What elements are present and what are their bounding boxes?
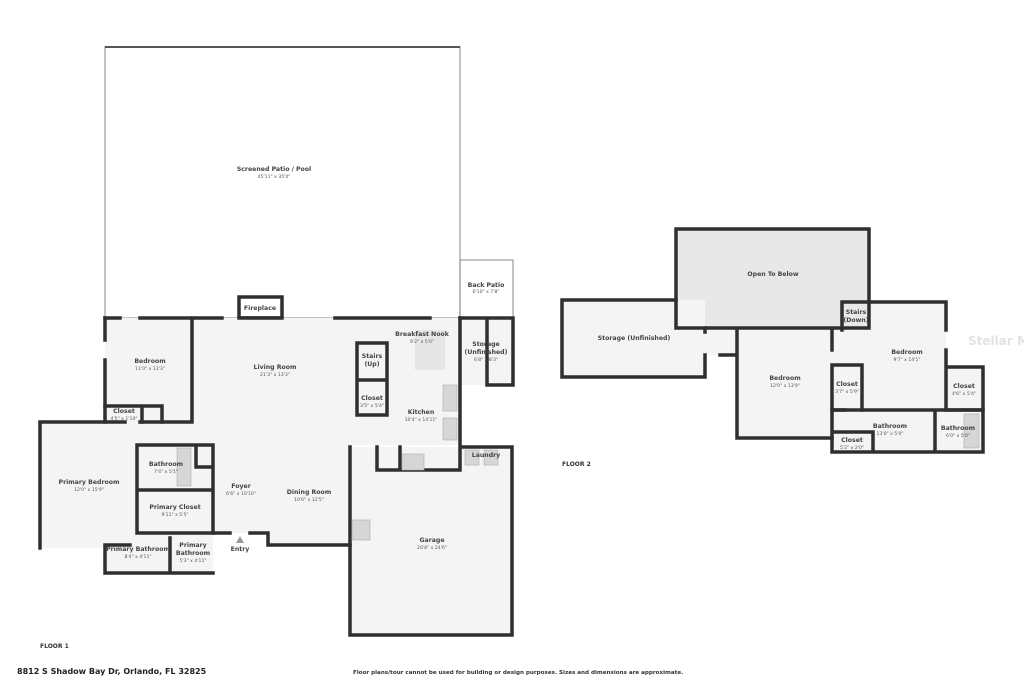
walls-floor-1 bbox=[38, 316, 515, 637]
room-name: Foyer bbox=[231, 483, 251, 490]
room-name: Fireplace bbox=[244, 305, 276, 312]
room-name: Closet bbox=[953, 383, 975, 390]
room-name: Primary Closet bbox=[149, 504, 200, 511]
room-dim: 11'0" x 13'3" bbox=[135, 366, 165, 372]
room-dim: 12'0" x 13'9" bbox=[770, 383, 800, 389]
room-name: Screened Patio / Pool bbox=[237, 166, 311, 173]
room-name: (Down) bbox=[843, 317, 868, 324]
floor-2: Open To Below Storage (Unfinished) Stair… bbox=[560, 227, 985, 468]
room-dim: 3'5" x 5'4" bbox=[360, 403, 384, 409]
floor-1: Screened Patio / Pool 45'11" x 35'0" Bac… bbox=[38, 46, 515, 650]
back-patio-area bbox=[459, 259, 514, 319]
room-name: Open To Below bbox=[747, 271, 799, 278]
room-name: Laundry bbox=[472, 452, 500, 459]
room-dim: 6'0" x 5'0" bbox=[946, 433, 970, 439]
room-name: Bathroom bbox=[941, 425, 975, 432]
floor-2-label: FLOOR 2 bbox=[562, 461, 591, 468]
room-dim: 6'10" x 7'8" bbox=[472, 289, 499, 295]
room-name: Bedroom bbox=[134, 358, 165, 365]
room-name: Stairs bbox=[846, 309, 867, 316]
floor-1-label: FLOOR 1 bbox=[40, 643, 69, 650]
room-name: Stairs bbox=[362, 353, 383, 360]
room-name: Primary bbox=[179, 542, 206, 549]
room-dim: 7'4" x 5'1" bbox=[154, 469, 178, 475]
room-dim: 13'0" x 5'0" bbox=[876, 431, 903, 437]
disclaimer: Floor plans/tour cannot be used for buil… bbox=[353, 670, 683, 676]
room-name: Garage bbox=[419, 537, 444, 544]
room-name: (Unfinished) bbox=[465, 349, 508, 356]
room-dim: 12'0" x 15'9" bbox=[74, 487, 104, 493]
room-dim: 20'8" x 24'6" bbox=[417, 545, 447, 551]
room-labels-floor-1: Screened Patio / Pool 45'11" x 35'0" Bac… bbox=[59, 166, 508, 564]
room-name: (Up) bbox=[364, 361, 379, 368]
room-name: Primary Bedroom bbox=[59, 479, 120, 486]
room-name: Breakfast Nook bbox=[395, 331, 450, 338]
watermark: Stellar MLS bbox=[968, 334, 1024, 348]
room-dim: 9'7" x 14'1" bbox=[893, 357, 920, 363]
room-name: Living Room bbox=[254, 364, 297, 371]
room-name: Closet bbox=[841, 437, 863, 444]
room-dim: 10'4" x 14'11" bbox=[405, 417, 438, 423]
room-dim: 6'6" x 10'10" bbox=[226, 491, 256, 497]
room-dim: 4'5" x 1'10" bbox=[110, 416, 137, 422]
room-dim: 6'8" x 8'3" bbox=[474, 357, 498, 363]
fixtures bbox=[176, 330, 499, 543]
room-name: Primary Bathroom bbox=[106, 546, 170, 553]
walls-floor-2 bbox=[560, 227, 985, 454]
room-name: Entry bbox=[231, 546, 250, 553]
room-dim: 9'2" x 5'0" bbox=[410, 339, 434, 345]
room-name: Storage bbox=[472, 341, 500, 348]
room-name: Closet bbox=[836, 381, 858, 388]
room-dim: 45'11" x 35'0" bbox=[258, 174, 291, 180]
room-dim: 3'7" x 5'9" bbox=[835, 389, 859, 395]
room-dim: 10'6" x 12'5" bbox=[294, 497, 324, 503]
room-name: Bedroom bbox=[891, 349, 922, 356]
room-name: Bathroom bbox=[873, 423, 907, 430]
room-name: Closet bbox=[113, 408, 135, 415]
room-name: Kitchen bbox=[408, 409, 435, 416]
room-dim: 9'11" x 5'5" bbox=[161, 512, 188, 518]
room-name: Bathroom bbox=[176, 550, 210, 557]
room-dim: 4'6" x 5'4" bbox=[952, 391, 976, 397]
room-name: Closet bbox=[361, 395, 383, 402]
room-name: Bedroom bbox=[769, 375, 800, 382]
entry-arrow-icon bbox=[236, 536, 244, 543]
room-dim: 5'2" x 2'0" bbox=[840, 445, 864, 451]
address: 8812 S Shadow Bay Dr, Orlando, FL 32825 bbox=[17, 667, 207, 676]
screened-patio-area bbox=[104, 46, 461, 319]
room-name: Back Patio bbox=[468, 282, 505, 289]
room-name: Bathroom bbox=[149, 461, 183, 468]
room-labels-floor-2: Open To Below Storage (Unfinished) Stair… bbox=[598, 271, 976, 451]
room-dim: 21'3" x 13'3" bbox=[260, 372, 290, 378]
room-dim: 8'4" x 4'11" bbox=[124, 554, 151, 560]
room-name: Storage (Unfinished) bbox=[598, 335, 671, 342]
room-name: Dining Room bbox=[287, 489, 332, 496]
room-dim: 5'3" x 4'11" bbox=[179, 558, 206, 564]
